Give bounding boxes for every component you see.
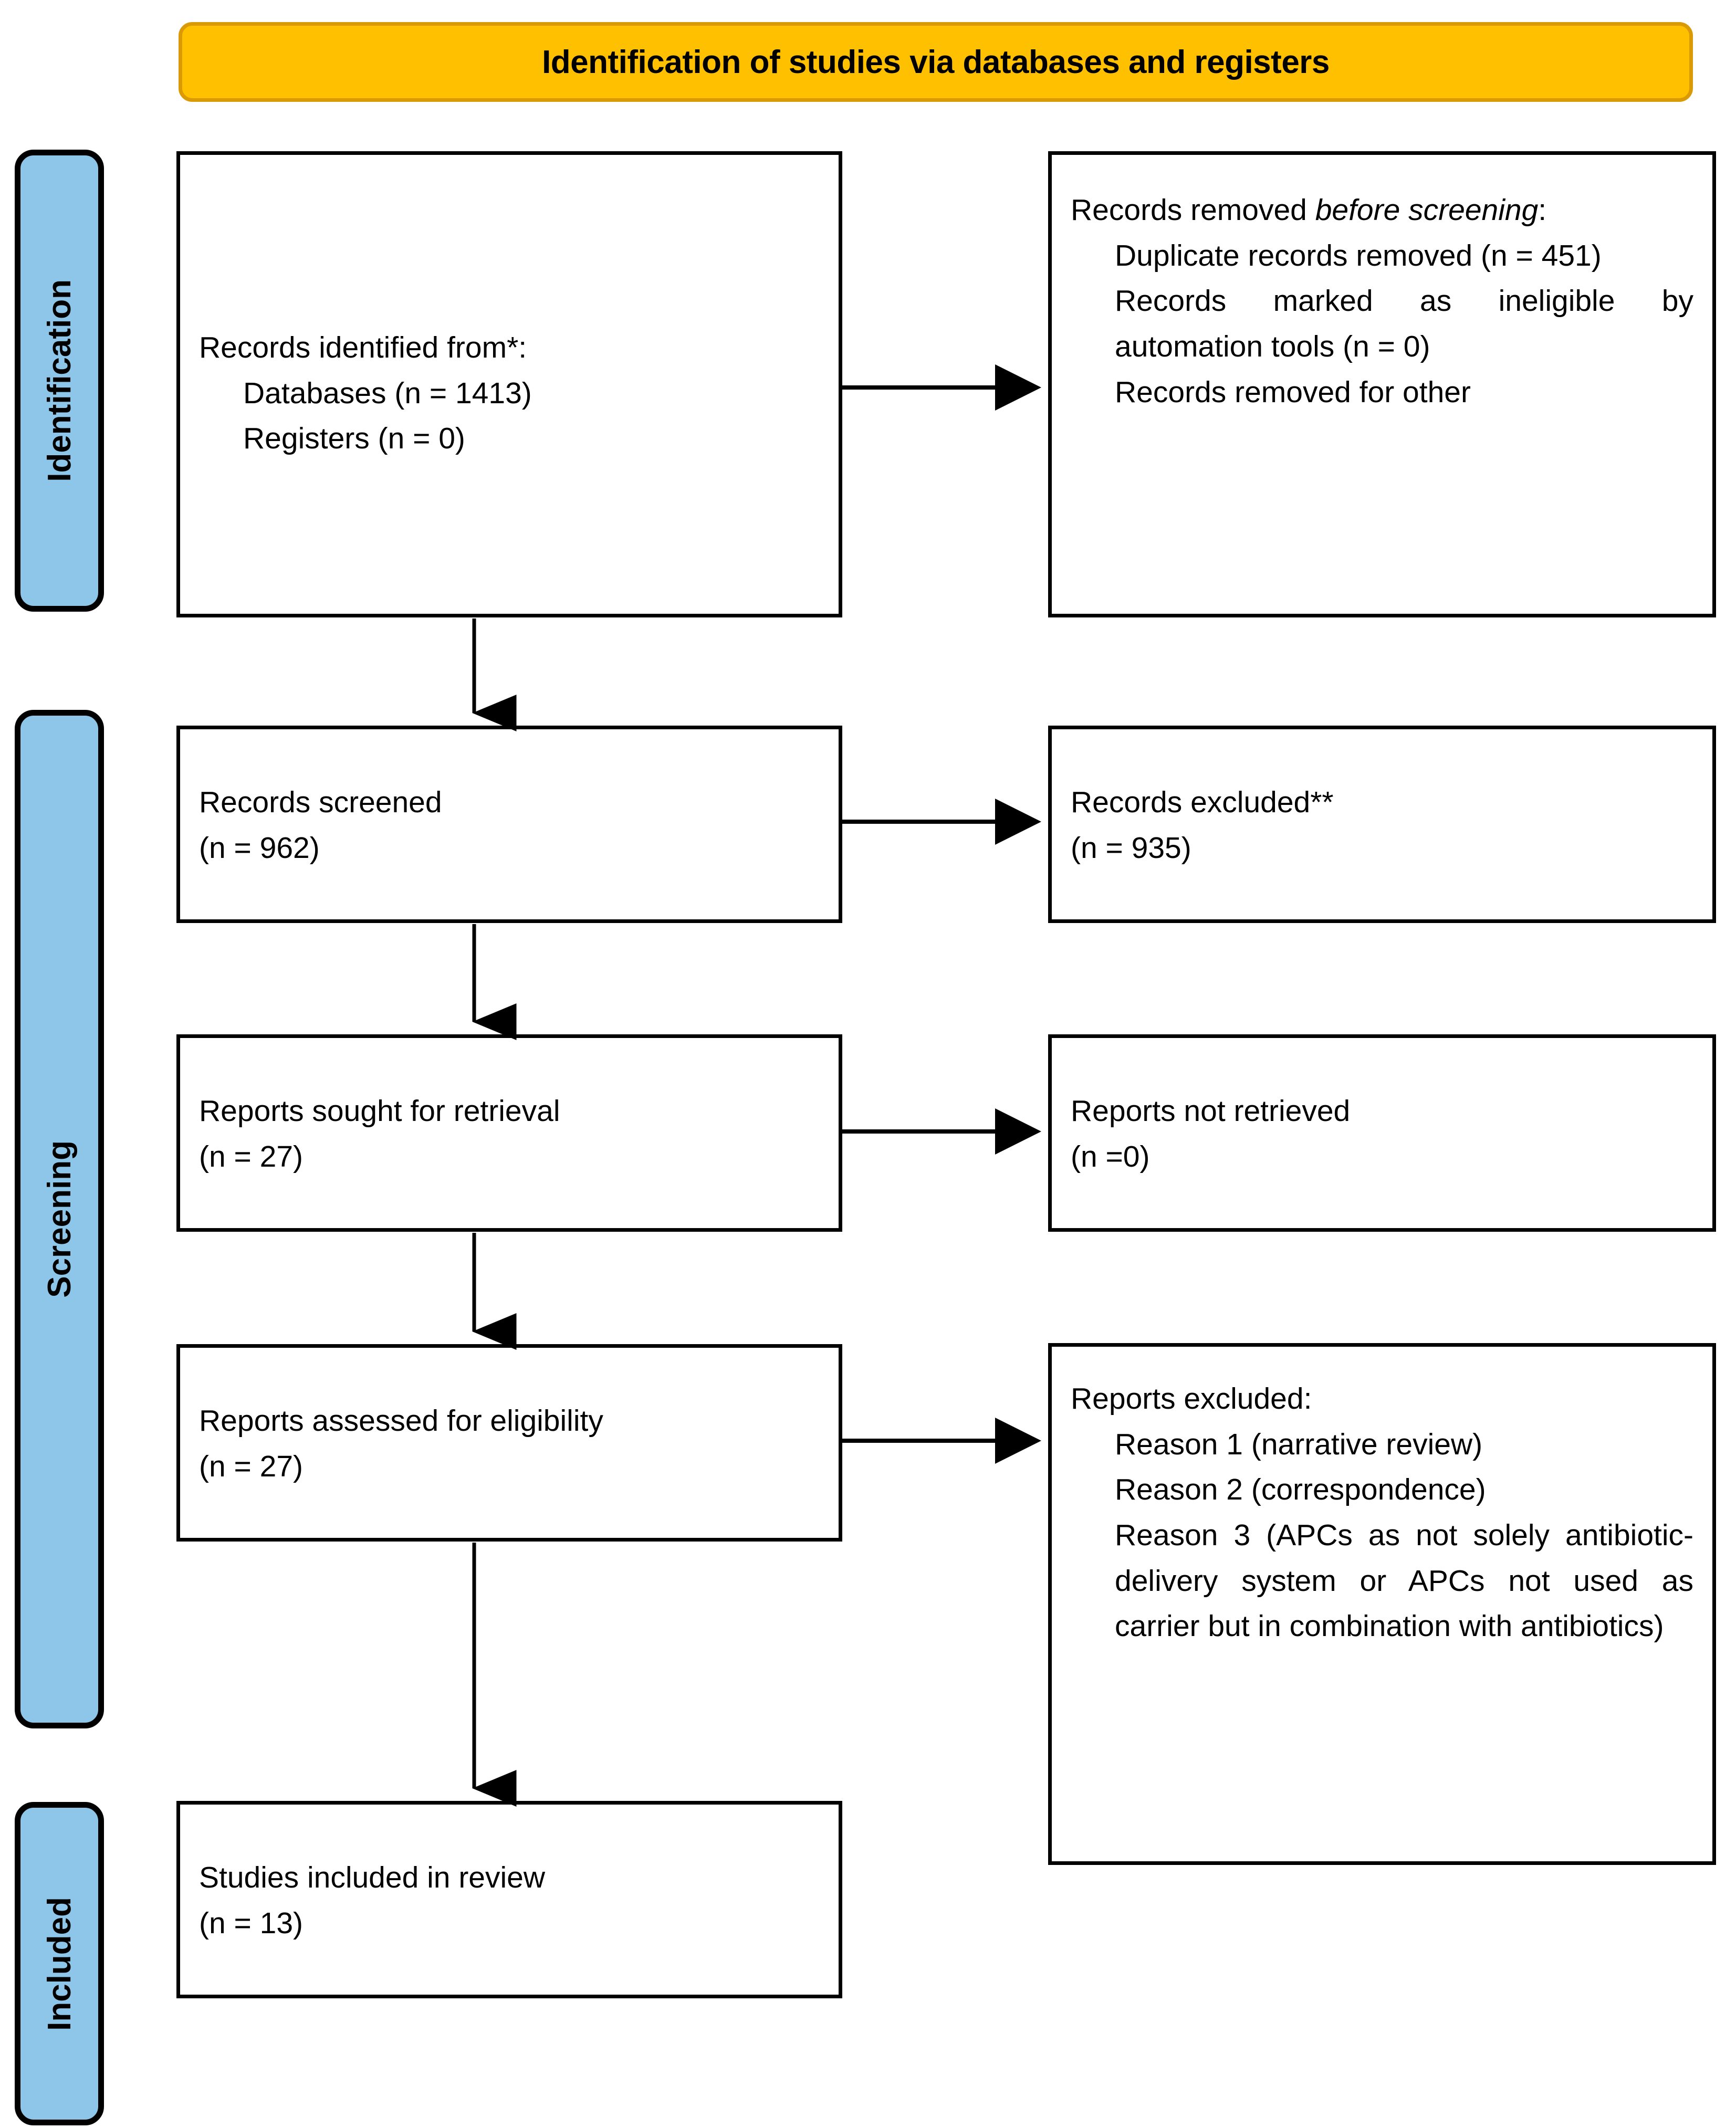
box-records-screened: Records screened (n = 962) — [176, 726, 842, 923]
box-reports-not-retrieved: Reports not retrieved (n =0) — [1048, 1034, 1716, 1232]
records-excluded-line-1: Records excluded** — [1071, 785, 1334, 819]
records-removed-item-1: Duplicate records removed (n = 451) — [1115, 238, 1602, 272]
stage-bar-screening: Screening — [15, 710, 104, 1728]
reports-excluded-reason-3: Reason 3 (APCs as not solely antibiotic-… — [1115, 1518, 1693, 1643]
box-records-excluded: Records excluded** (n = 935) — [1048, 726, 1716, 923]
stage-label-included: Included — [41, 1896, 78, 2031]
box-reports-assessed: Reports assessed for eligibility (n = 27… — [176, 1344, 842, 1542]
reports-sought-line-2: (n = 27) — [199, 1139, 304, 1173]
stage-bar-included: Included — [15, 1802, 104, 2125]
records-identified-line-2: Databases (n = 1413) — [243, 376, 532, 410]
records-removed-item-3: Records removed for other — [1115, 375, 1471, 409]
records-excluded-line-2: (n = 935) — [1071, 831, 1191, 865]
studies-included-line-2: (n = 13) — [199, 1906, 304, 1940]
records-identified-line-3: Registers (n = 0) — [243, 422, 465, 456]
reports-sought-line-1: Reports sought for retrieval — [199, 1094, 560, 1128]
records-identified-line-1: Records identified from*: — [199, 331, 527, 364]
records-removed-item-2: Records marked as ineligible by automati… — [1115, 284, 1693, 363]
records-removed-heading-c: : — [1538, 193, 1547, 227]
records-removed-heading-b: before screening — [1315, 193, 1539, 227]
stage-bar-identification: Identification — [15, 150, 104, 612]
box-studies-included: Studies included in review (n = 13) — [176, 1801, 842, 1998]
reports-assessed-line-1: Reports assessed for eligibility — [199, 1404, 603, 1438]
diagram-header-banner: Identification of studies via databases … — [179, 22, 1693, 102]
studies-included-line-1: Studies included in review — [199, 1861, 546, 1894]
records-screened-line-2: (n = 962) — [199, 831, 320, 865]
box-records-removed: Records removed before screening: Duplic… — [1048, 151, 1716, 617]
records-removed-heading: Records removed before screening: — [1071, 187, 1693, 233]
records-removed-heading-a: Records removed — [1071, 193, 1315, 227]
box-reports-excluded: Reports excluded: Reason 1 (narrative re… — [1048, 1343, 1716, 1865]
reports-assessed-line-2: (n = 27) — [199, 1449, 304, 1483]
reports-not-retrieved-line-1: Reports not retrieved — [1071, 1094, 1351, 1128]
stage-label-identification: Identification — [41, 279, 78, 482]
records-screened-line-1: Records screened — [199, 785, 442, 819]
reports-excluded-reason-2: Reason 2 (correspondence) — [1115, 1473, 1486, 1507]
box-reports-sought: Reports sought for retrieval (n = 27) — [176, 1034, 842, 1232]
reports-not-retrieved-line-2: (n =0) — [1071, 1139, 1150, 1173]
stage-label-screening: Screening — [41, 1140, 78, 1298]
box-records-identified: Records identified from*: Databases (n =… — [176, 151, 842, 617]
reports-excluded-heading: Reports excluded: — [1071, 1382, 1312, 1416]
diagram-title: Identification of studies via databases … — [542, 44, 1330, 80]
reports-excluded-reason-1: Reason 1 (narrative review) — [1115, 1427, 1483, 1461]
